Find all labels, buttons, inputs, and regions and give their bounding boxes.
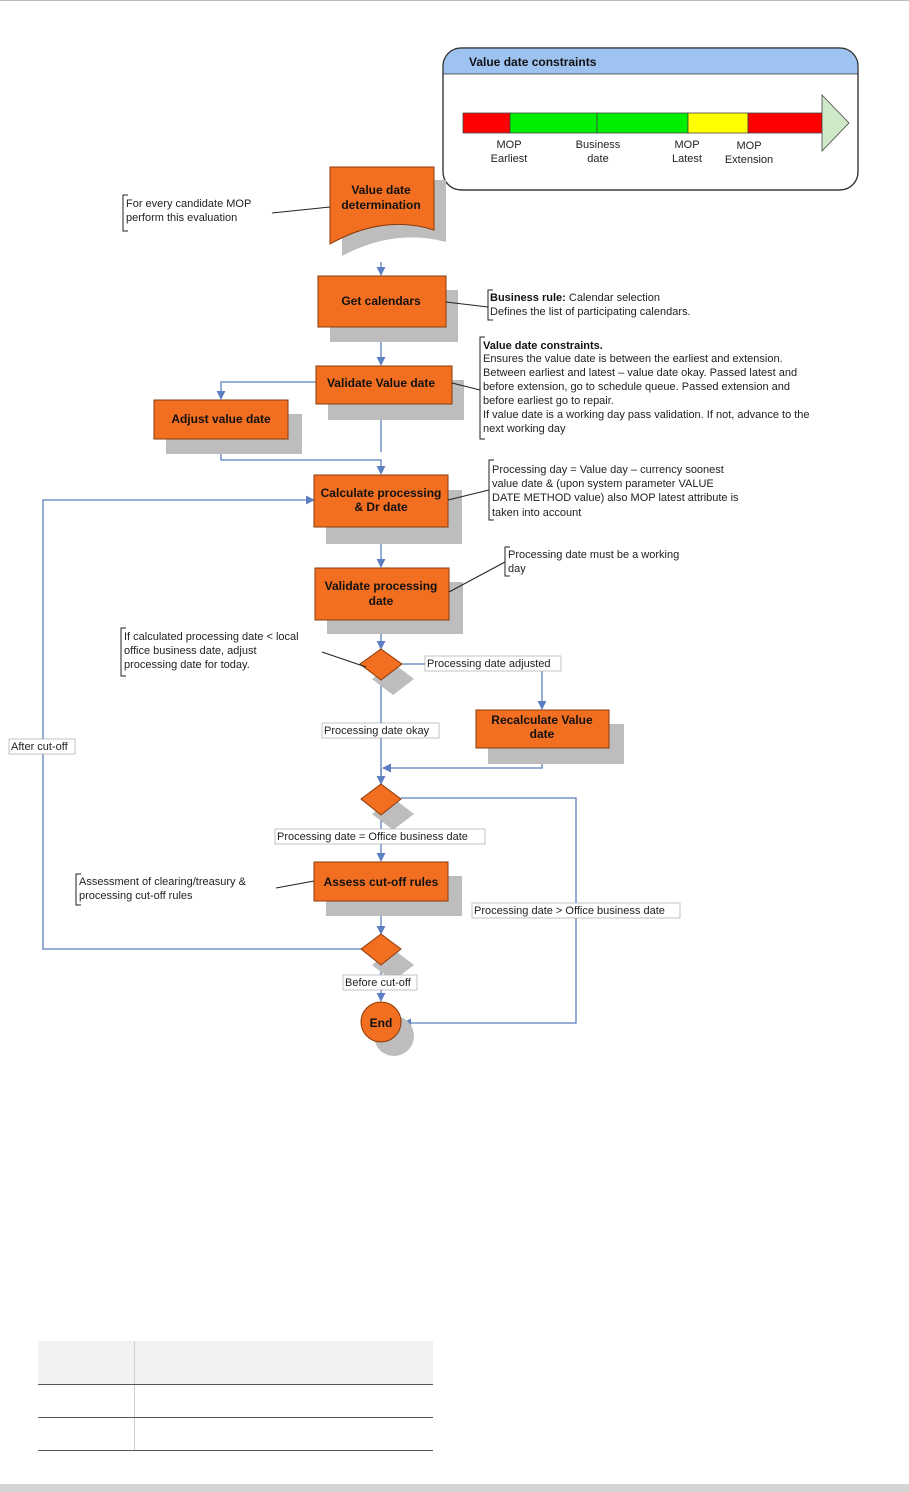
edge-label-okay: Processing date okay — [321, 722, 440, 739]
decision-office-business-date — [360, 783, 414, 830]
svg-text:Processing date = Office busin: Processing date = Office business date — [277, 831, 468, 843]
node-label: date — [369, 594, 394, 608]
node-label: End — [370, 1016, 393, 1030]
constraint-segment — [462, 112, 511, 134]
edge-label-adjusted: Processing date adjusted — [424, 655, 562, 672]
svg-text:If calculated processing date: If calculated processing date < local — [124, 631, 299, 643]
legend-table — [38, 1341, 433, 1451]
marker-mop-earliest: Earliest — [491, 153, 528, 165]
decision-cutoff — [360, 933, 414, 981]
node-assess-cutoff: Assess cut-off rules — [313, 861, 462, 916]
flowchart: Value date constraints MOP Earliest Busi… — [8, 47, 859, 1056]
svg-text:Defines the list of participat: Defines the list of participating calend… — [490, 306, 691, 318]
svg-text:Processing date adjusted: Processing date adjusted — [427, 658, 551, 670]
svg-text:next working day: next working day — [483, 423, 566, 435]
node-validate-processing: Validate processing date — [314, 567, 463, 634]
edge-label-before: Before cut-off — [342, 974, 418, 991]
svg-text:Assessment of clearing/treasur: Assessment of clearing/treasury & — [79, 876, 247, 888]
marker-mop-extension: Extension — [725, 154, 773, 166]
edge-label-equal: Processing date = Office business date — [274, 828, 486, 845]
top-rule — [0, 0, 909, 1]
svg-text:For every candidate MOP: For every candidate MOP — [126, 198, 251, 210]
node-value-date-determination: Value date determination — [329, 166, 446, 256]
constraint-segment — [687, 112, 749, 134]
annotation-start: For every candidate MOP perform this eva… — [122, 194, 331, 232]
node-label: Calculate processing — [321, 486, 442, 500]
svg-text:Value date constraints.: Value date constraints. — [483, 340, 603, 352]
constraints-panel-title: Value date constraints — [469, 55, 597, 69]
svg-text:Processing date okay: Processing date okay — [324, 725, 430, 737]
table-cell — [38, 1384, 135, 1418]
svg-text:before extension, go to schedu: before extension, go to schedule queue. … — [483, 381, 790, 393]
node-label: Get calendars — [341, 294, 421, 308]
constraint-segment — [596, 112, 689, 134]
annotation-processing-day: Processing day = Value day – currency so… — [447, 459, 739, 521]
table-row — [38, 1384, 433, 1418]
svg-text:perform this evaluation: perform this evaluation — [126, 212, 237, 224]
constraints-bar — [462, 94, 850, 152]
marker-mop-earliest: MOP — [496, 139, 521, 151]
svg-text:value date & (upon system para: value date & (upon system parameter VALU… — [492, 478, 714, 490]
svg-text:Ensures the value date is betw: Ensures the value date is between the ea… — [483, 353, 783, 365]
table-row — [38, 1417, 433, 1451]
svg-text:taken into account: taken into account — [492, 507, 581, 519]
node-label: Recalculate Value — [491, 713, 593, 727]
node-label: & Dr date — [354, 500, 408, 514]
constraint-segment — [747, 112, 823, 134]
constraints-panel: Value date constraints MOP Earliest Busi… — [442, 47, 859, 191]
annotation-local-office: If calculated processing date < local of… — [120, 627, 367, 677]
marker-business-date: date — [587, 153, 608, 165]
svg-text:office business date, adjust: office business date, adjust — [124, 645, 257, 657]
node-adjust-value-date: Adjust value date — [153, 399, 302, 454]
marker-business-date: Business — [576, 139, 621, 151]
svg-text:Processing day = Value day – c: Processing day = Value day – currency so… — [492, 464, 724, 476]
bottom-bar — [0, 1484, 909, 1492]
svg-text:If value date is a working day: If value date is a working day pass vali… — [483, 409, 810, 421]
node-label: Validate processing — [325, 579, 438, 593]
constraint-segment — [509, 112, 598, 134]
marker-mop-latest: MOP — [674, 139, 699, 151]
node-label: determination — [341, 198, 420, 212]
annotation-working-day: Processing date must be a working day — [448, 546, 679, 593]
table-cell — [38, 1341, 135, 1385]
node-end: End — [360, 1001, 414, 1056]
node-label: date — [530, 727, 555, 741]
node-validate-value-date: Validate Value date — [315, 365, 464, 420]
table-cell — [134, 1417, 433, 1451]
annotation-calendars: Business rule: Calendar selection Define… — [445, 289, 691, 321]
svg-text:Processing date must be a work: Processing date must be a working — [508, 549, 679, 561]
table-header-row — [38, 1341, 433, 1385]
annotation-constraints: Value date constraints. Ensures the valu… — [451, 336, 810, 440]
marker-mop-latest: Latest — [672, 153, 702, 165]
svg-text:Business rule: Calendar select: Business rule: Calendar selection — [490, 292, 660, 304]
node-label: Value date — [351, 183, 411, 197]
constraint-arrowhead — [821, 94, 850, 152]
svg-text:After cut-off: After cut-off — [11, 741, 69, 753]
svg-text:Processing date > Office busin: Processing date > Office business date — [474, 905, 665, 917]
node-label: Validate Value date — [327, 376, 435, 390]
svg-text:day: day — [508, 563, 526, 575]
table-cell — [134, 1341, 433, 1385]
svg-text:Between earliest and latest –: Between earliest and latest – value date… — [483, 367, 797, 379]
node-label: Assess cut-off rules — [324, 875, 439, 889]
annotation-cutoff: Assessment of clearing/treasury & proces… — [75, 873, 315, 906]
node-get-calendars: Get calendars — [317, 275, 458, 342]
svg-text:DATE METHOD value) also MOP la: DATE METHOD value) also MOP latest attri… — [492, 492, 739, 504]
svg-text:processing cut-off rules: processing cut-off rules — [79, 890, 193, 902]
svg-text:before earliest go to repair.: before earliest go to repair. — [483, 395, 614, 407]
table-cell — [134, 1384, 433, 1418]
marker-mop-extension: MOP — [736, 140, 761, 152]
node-label: Adjust value date — [171, 412, 271, 426]
edge-label-greater: Processing date > Office business date — [471, 902, 681, 919]
svg-text:processing date for today.: processing date for today. — [124, 659, 250, 671]
svg-text:Before cut-off: Before cut-off — [345, 977, 412, 989]
edge-label-after: After cut-off — [8, 738, 76, 755]
node-calculate-processing: Calculate processing & Dr date — [313, 474, 462, 544]
decision-processing-date-local — [359, 648, 414, 695]
node-recalculate-value-date: Recalculate Value date — [475, 709, 624, 764]
table-cell — [38, 1417, 135, 1451]
